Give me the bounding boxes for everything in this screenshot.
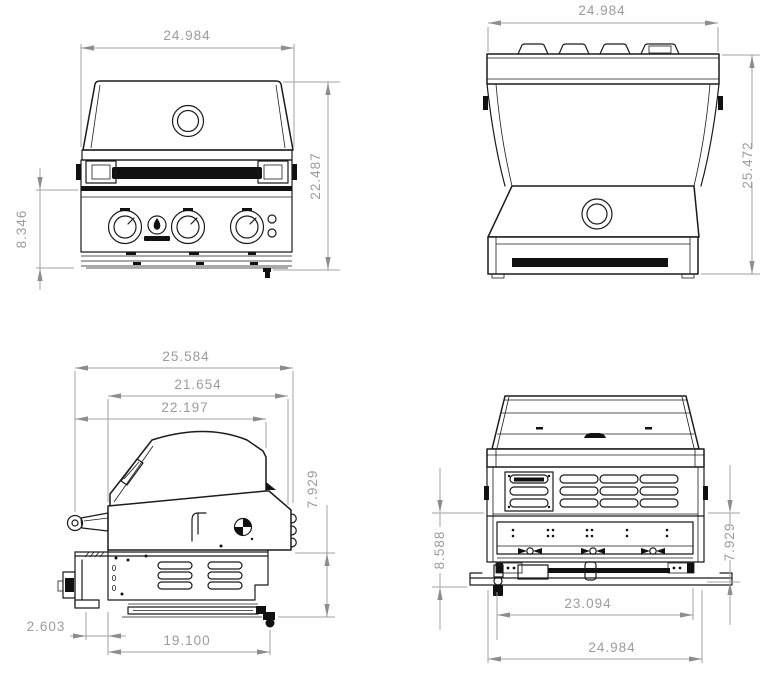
handle-bar — [112, 167, 262, 179]
rear-base — [469, 561, 733, 596]
gas-fitting — [265, 272, 270, 278]
side-louvers — [157, 561, 243, 590]
dim-side-lid-depth: 22.197 — [75, 400, 267, 448]
dim-label-front-panel-height: 8.346 — [14, 210, 29, 249]
dim-label-side-overall-depth: 25.584 — [162, 349, 209, 364]
side-handle-arm — [66, 512, 109, 532]
dim-side-body-depth: 21.654 — [107, 377, 289, 505]
side-firebox — [107, 482, 297, 551]
burner-knob-2 — [170, 208, 206, 245]
dim-side-base-depth: 19.100 — [108, 630, 271, 655]
dim-label-back-width: 24.984 — [578, 3, 625, 18]
control-panel — [107, 208, 277, 245]
dim-label-front-height: 22.487 — [308, 152, 323, 199]
back-top-band — [486, 53, 720, 85]
dim-side-front-offset: 2.603 — [27, 612, 126, 655]
front-base — [81, 252, 292, 278]
dim-back-width: 24.984 — [487, 3, 719, 52]
dim-label-side-body-depth: 21.654 — [174, 377, 221, 392]
ignition-buttons — [267, 214, 277, 238]
dim-back-height: 25.472 — [701, 54, 760, 275]
side-lid — [109, 430, 267, 509]
front-lid — [81, 80, 294, 161]
burner-knob-3 — [229, 208, 265, 245]
rear-vent-circle — [581, 198, 613, 230]
side-view: 25.584 21.654 22.197 7.929 2.603 — [27, 349, 335, 655]
back-hinges — [517, 43, 680, 55]
dim-side-cart-height: 7.929 — [278, 470, 335, 618]
dim-label-side-lid-depth: 22.197 — [161, 400, 208, 415]
burner-knob-1 — [107, 208, 143, 245]
dim-rear-inner-width: 23.094 — [496, 588, 694, 640]
rear-louvers — [559, 474, 679, 508]
back-hood — [483, 83, 723, 238]
dim-side-overall-depth: 25.584 — [74, 349, 294, 512]
dim-label-side-front-offset: 2.603 — [27, 619, 66, 634]
dim-label-rear-inner-width: 23.094 — [564, 596, 611, 611]
side-gas-valve — [256, 606, 275, 628]
dim-label-rear-right-height: 7.929 — [722, 523, 737, 562]
brand-flame-icon — [144, 215, 170, 241]
rear-vent-band — [484, 466, 708, 517]
rear-gas-valve — [493, 564, 504, 596]
dim-label-back-height: 25.472 — [740, 141, 755, 188]
rear-louver-frame — [504, 471, 554, 512]
dim-label-side-cart-height: 7.929 — [305, 470, 320, 509]
dim-label-side-base-depth: 19.100 — [163, 633, 210, 648]
dim-front-width: 24.984 — [80, 28, 295, 147]
thermometer-icon — [176, 109, 200, 133]
back-base — [487, 236, 699, 279]
rear-screw-dots — [511, 528, 669, 538]
dim-front-height: 22.487 — [273, 81, 340, 271]
dim-label-rear-width: 24.984 — [588, 640, 635, 655]
rear-hood — [486, 395, 705, 468]
back-view: 24.984 25.472 — [483, 3, 760, 279]
rear-burner-fittings — [497, 545, 693, 559]
dim-label-rear-left-height: 8.588 — [432, 531, 447, 570]
dim-label-front-width: 24.984 — [163, 28, 210, 43]
front-view: 24.984 22.487 8.346 — [14, 28, 340, 290]
dim-rear-width: 24.984 — [487, 590, 703, 663]
front-body — [76, 159, 297, 253]
dim-front-panel-height: 8.346 — [14, 168, 78, 290]
rear-body-band — [486, 515, 705, 563]
side-cart — [57, 549, 275, 628]
dim-rear-right-height: 7.929 — [707, 465, 740, 625]
rear-view: 8.588 7.929 23.094 24.984 — [432, 395, 740, 663]
dim-rear-left-height: 8.588 — [432, 468, 484, 630]
